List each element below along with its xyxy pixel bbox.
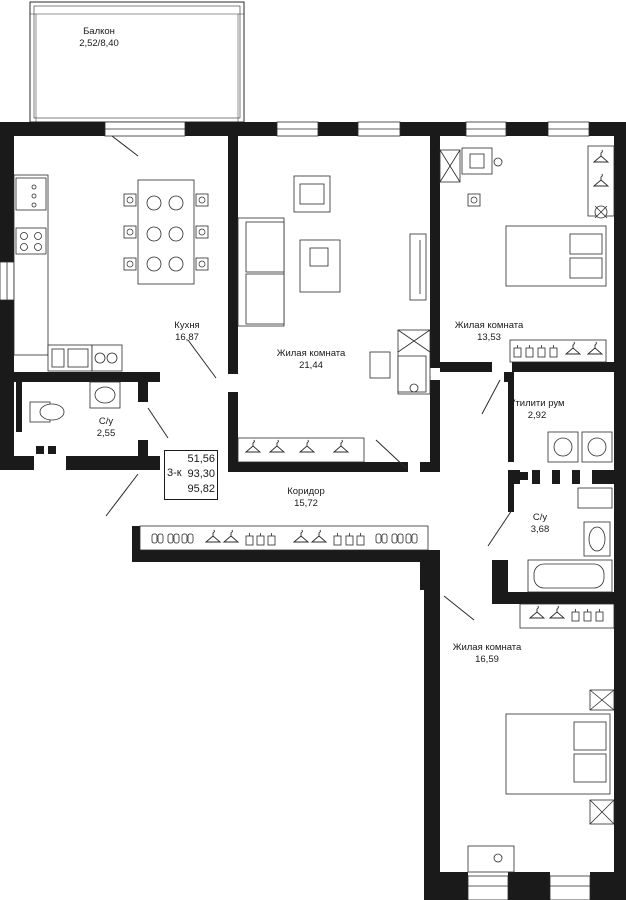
- bath-left-label: С/у 2,55: [86, 416, 126, 440]
- balcony-label: Балкон 2,52/8,40: [64, 26, 134, 50]
- bedroom-ne-furniture: [439, 145, 615, 363]
- living-area-value: 51,56: [187, 453, 215, 465]
- balcony-area: 2,52/8,40: [79, 38, 119, 49]
- bath-left-fixtures: [29, 381, 121, 423]
- bedroom-se-name: Жилая комната: [452, 642, 522, 653]
- bath-left-name: С/у: [98, 416, 114, 427]
- bath-right-name: С/у: [532, 512, 548, 523]
- utility-label: Утилити рум 2,92: [504, 398, 570, 422]
- doors: [105, 135, 513, 621]
- bedroom-se-label: Жилая комната 16,59: [442, 642, 532, 666]
- living-main-area: 21,44: [299, 360, 323, 371]
- bath-right-label: С/у 3,68: [520, 512, 560, 536]
- windows: [0, 121, 591, 900]
- bedroom-se-area: 16,59: [475, 654, 499, 665]
- kitchen-label: Кухня 16,87: [162, 320, 212, 344]
- bath-right-fixtures: [527, 487, 613, 593]
- corridor-area: 15,72: [294, 498, 318, 509]
- corridor-label: Коридор 15,72: [276, 486, 336, 510]
- total-area-value: 93,30: [187, 468, 215, 480]
- walls: [0, 122, 626, 900]
- kitchen-furniture: [13, 174, 209, 372]
- apartment-type: 3-к: [167, 467, 182, 479]
- corridor-storage: [139, 525, 429, 551]
- bedroom-ne-name: Жилая комната: [454, 320, 524, 331]
- balcony: [29, 1, 245, 123]
- total-with-balcony-value: 95,82: [187, 483, 215, 495]
- utility-fixtures: [547, 431, 613, 463]
- bedroom-ne-label: Жилая комната 13,53: [444, 320, 534, 344]
- area-summary-box: 3-к 51,56 93,30 95,82: [164, 450, 218, 500]
- living-furniture: [237, 175, 431, 463]
- bedroom-se-furniture: [467, 603, 615, 873]
- utility-name: Утилити рум: [509, 398, 565, 409]
- utility-area: 2,92: [527, 410, 547, 421]
- kitchen-area: 16,87: [175, 332, 199, 343]
- kitchen-name: Кухня: [174, 320, 200, 331]
- bedroom-ne-area: 13,53: [477, 332, 501, 343]
- area-values: 51,56 93,30 95,82: [187, 452, 215, 497]
- living-main-name: Жилая комната: [276, 348, 346, 359]
- bath-left-area: 2,55: [96, 428, 116, 439]
- balcony-name: Балкон: [83, 26, 115, 37]
- living-main-label: Жилая комната 21,44: [266, 348, 356, 372]
- bath-right-area: 3,68: [530, 524, 550, 535]
- vent-blocks: [36, 446, 592, 484]
- corridor-name: Коридор: [287, 486, 325, 497]
